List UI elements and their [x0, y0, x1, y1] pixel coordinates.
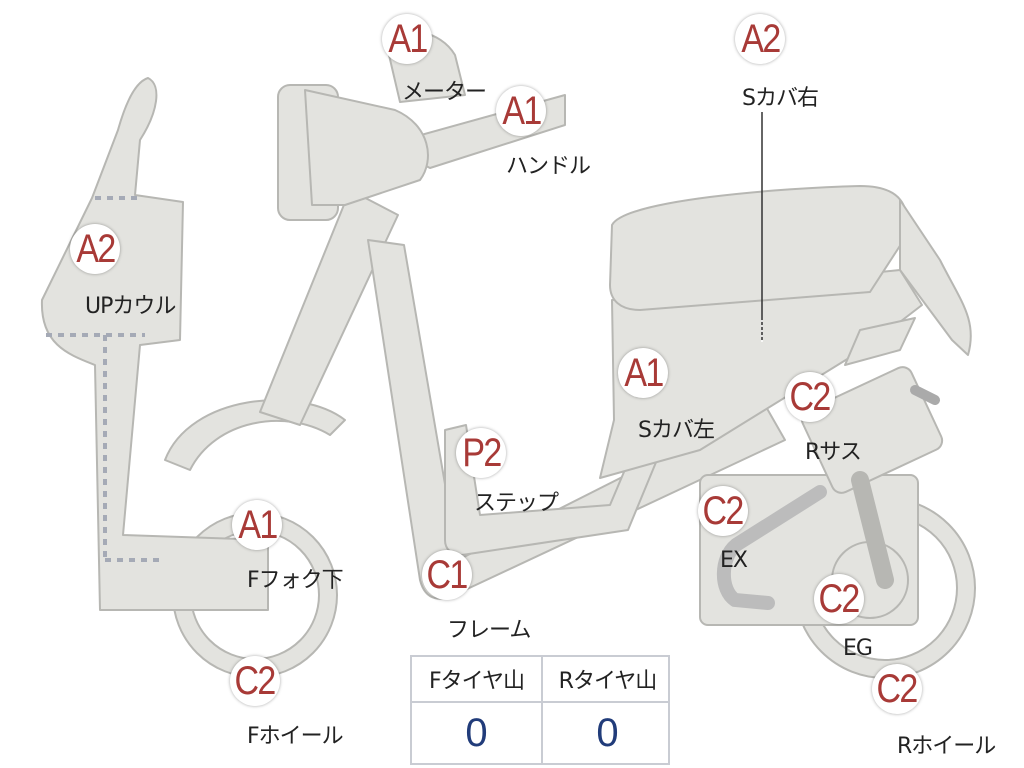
side-cover-right-label: Sカバ右 [742, 86, 819, 111]
meter-grade-badge: A1 [382, 14, 432, 64]
rear-suspension-shape [800, 366, 944, 494]
meter-label: メーター [402, 80, 487, 105]
handle-cover-shape [304, 89, 429, 206]
engine-grade: C2 [818, 577, 861, 621]
rear-wheel-grade: C2 [876, 667, 919, 711]
front-fork-grade: A1 [237, 503, 278, 547]
front-tire-header: Fタイヤ山 [429, 669, 525, 694]
side-cover-left-label: Sカバ左 [638, 418, 715, 443]
rear-wheel-grade-badge: C2 [872, 664, 922, 714]
rear-suspension-grade-badge: C2 [785, 372, 835, 422]
meter-grade: A1 [387, 17, 428, 61]
rear-suspension-grade: C2 [789, 375, 832, 419]
engine-grade-badge: C2 [814, 574, 864, 624]
upper-cowl-grade: A2 [75, 227, 116, 271]
front-wheel-grade: C2 [234, 659, 277, 703]
front-wheel-grade-badge: C2 [230, 656, 280, 706]
exhaust-grade-badge: C2 [698, 486, 748, 536]
rear-suspension-arm [844, 317, 916, 366]
front-tire-value: 0 [465, 710, 488, 755]
seat-shape [609, 185, 908, 311]
step-label: ステップ [474, 491, 559, 516]
front-fork-grade-badge: A1 [232, 500, 282, 550]
exhaust-label: EX [720, 548, 748, 573]
handle-label: ハンドル [506, 154, 591, 179]
front-fender-shape [164, 399, 346, 471]
rear-suspension-rod [851, 471, 894, 589]
frame-grade: C1 [426, 553, 469, 597]
frame-grade-badge: C1 [422, 550, 472, 600]
rear-wheel-label: Rホイール [897, 734, 996, 759]
tail-shape [899, 199, 972, 356]
step-grade-badge: P2 [456, 428, 506, 478]
upper-cowl-label: UPカウル [85, 294, 176, 319]
exhaust-pipe-shape [716, 485, 827, 610]
rear-tire-header: Rタイヤ山 [558, 669, 658, 694]
table-divider-horizontal [412, 701, 668, 703]
rear-suspension-label: Rサス [805, 440, 862, 465]
frame-label: フレーム [447, 618, 531, 643]
handle-grade-badge: A1 [496, 86, 546, 136]
step-grade: P2 [461, 431, 502, 475]
handle-grade: A1 [501, 89, 542, 133]
front-wheel-label: Fホイール [247, 724, 344, 749]
engine-label: EG [843, 636, 873, 661]
steering-column-shape [259, 189, 399, 426]
side-cover-left-grade: A1 [623, 351, 664, 395]
tire-tread-table: Fタイヤ山 Rタイヤ山 0 0 [410, 655, 670, 765]
side-cover-left-grade-badge: A1 [618, 348, 668, 398]
side-cover-right-grade: A2 [740, 17, 781, 61]
front-cowl-shape [40, 77, 269, 611]
rear-axle-rod [910, 385, 940, 405]
rear-tire-value: 0 [596, 710, 619, 755]
upper-cowl-grade-badge: A2 [70, 224, 120, 274]
front-fork-label: Fフォク下 [247, 568, 344, 593]
table-divider-vertical [541, 657, 543, 763]
exhaust-grade: C2 [702, 489, 745, 533]
side-cover-right-grade-badge: A2 [735, 14, 785, 64]
